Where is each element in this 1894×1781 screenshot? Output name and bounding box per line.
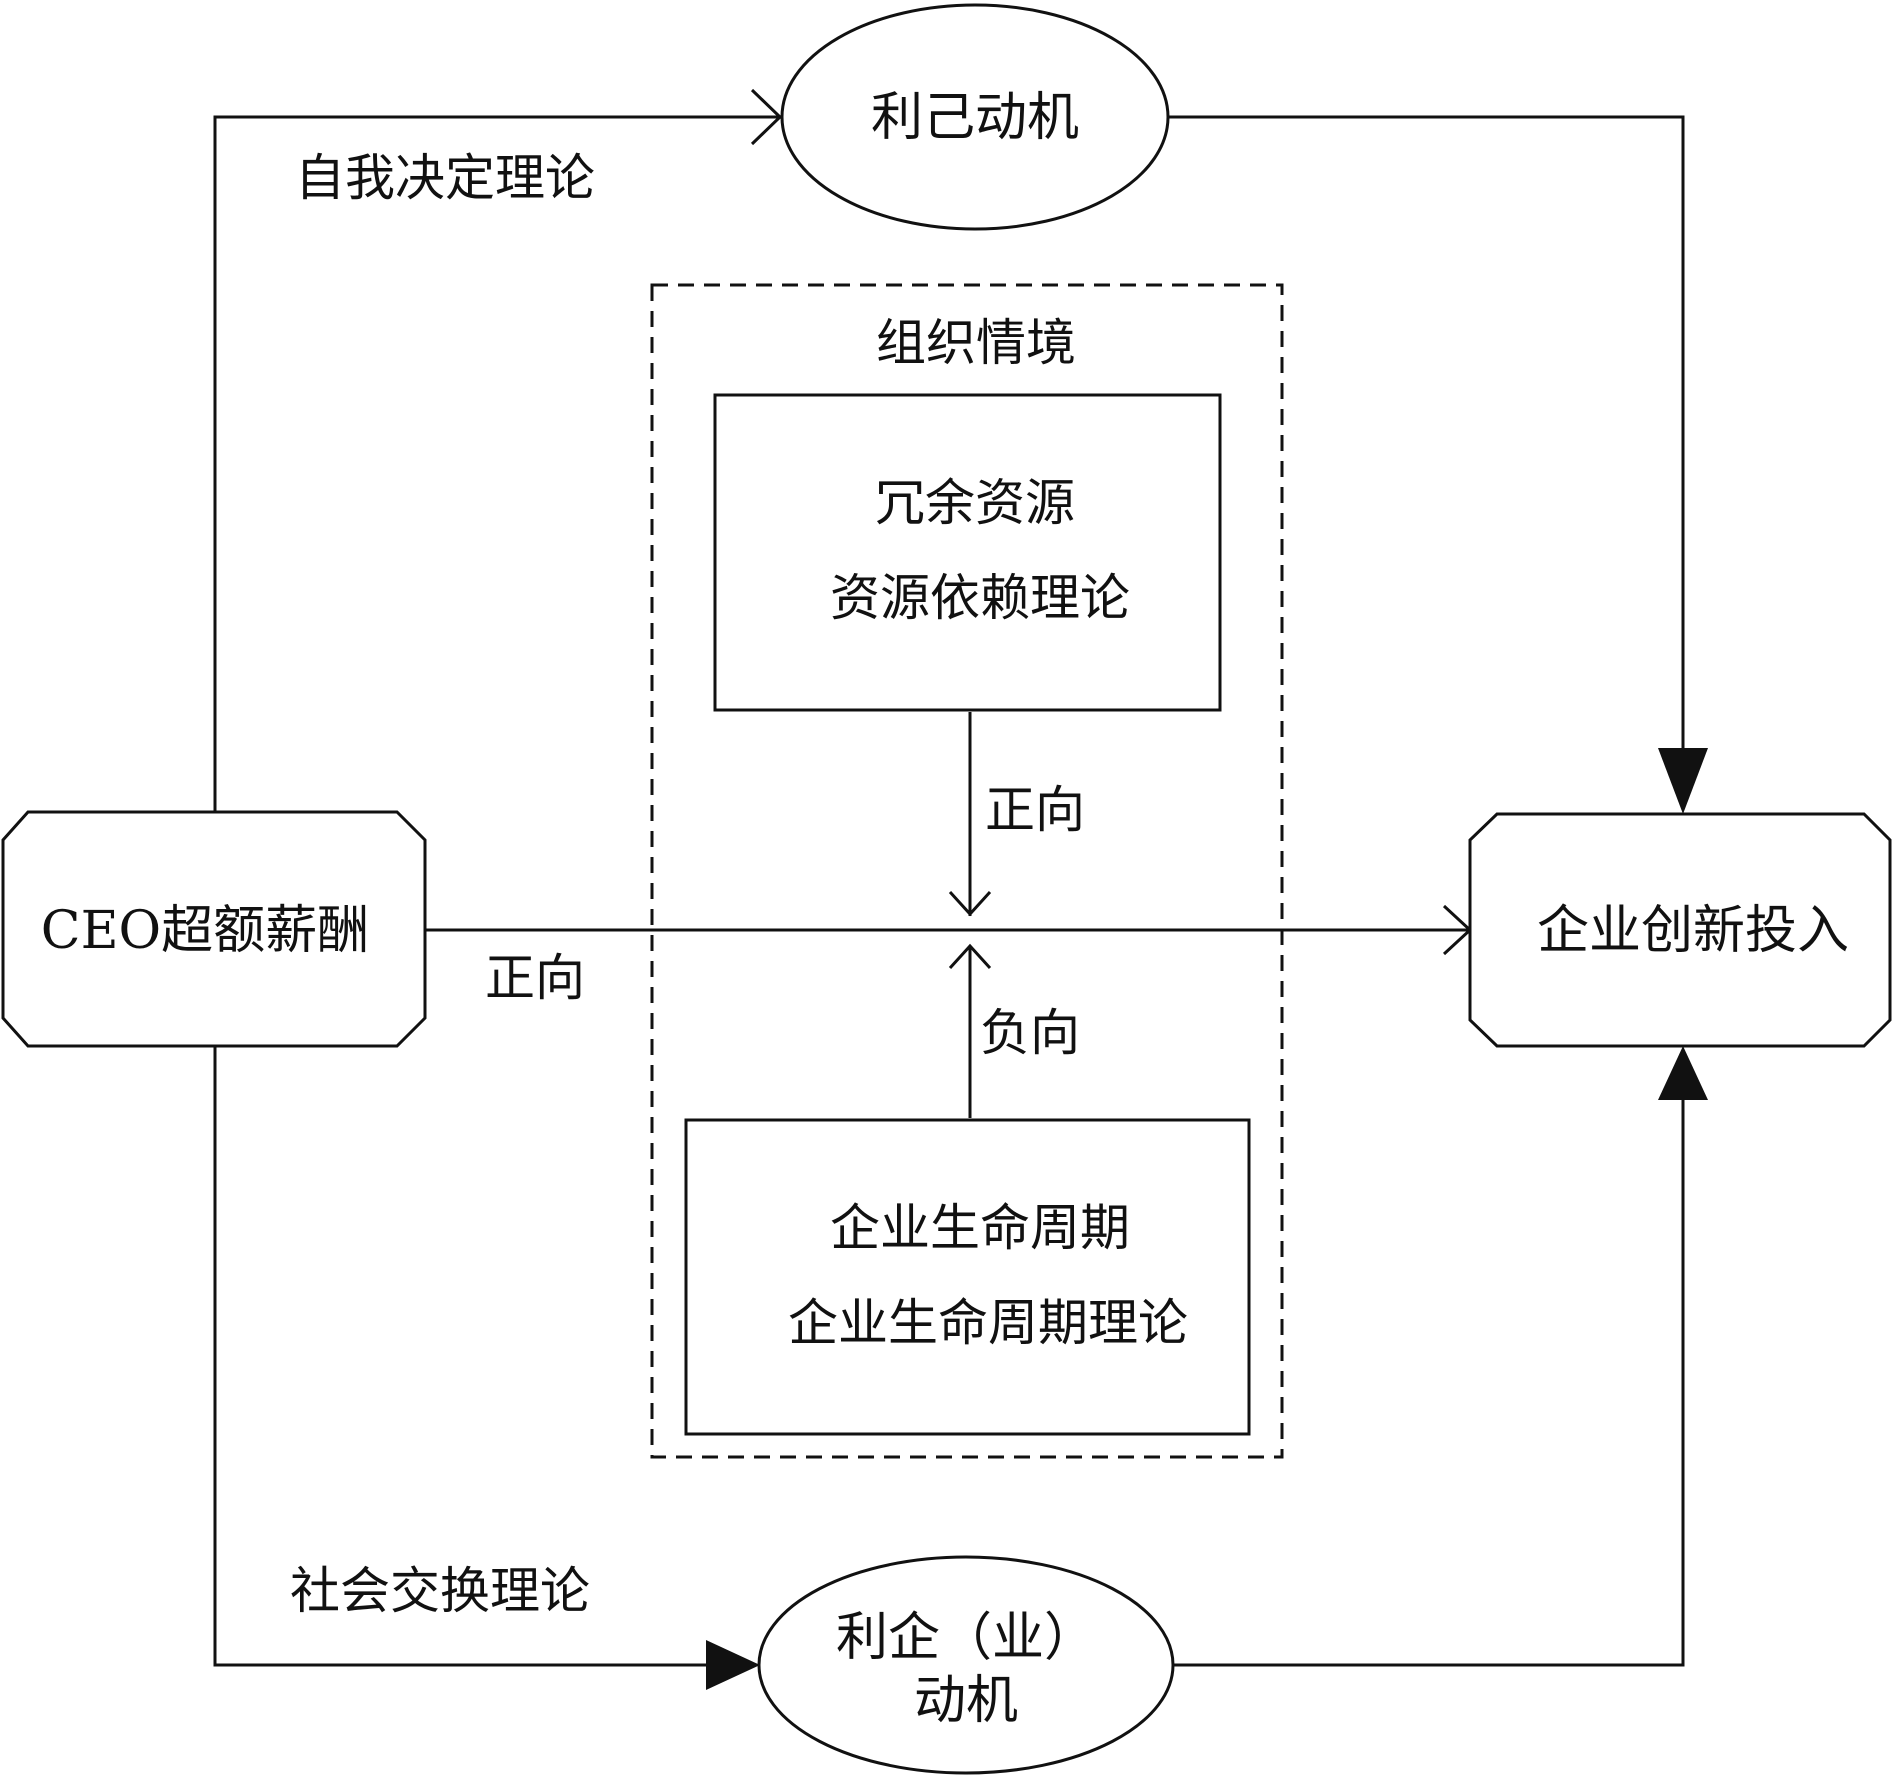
edge-ceo-to-pro-firm-arrowhead [706, 1640, 760, 1690]
slack-resources-title: 冗余资源 [875, 474, 1075, 532]
organizational-context-title: 组织情境 [876, 314, 1076, 372]
edge-ceo-to-self-interest-arrowhead [750, 88, 783, 146]
organizational-context-frame [650, 283, 1284, 1459]
edge-self-interest-to-innovation [1168, 115, 1685, 748]
resource-dependence-theory-label: 资源依赖理论 [830, 569, 1130, 627]
innovation-label: 企业创新投入 [1537, 901, 1849, 961]
edge-lifecycle-to-main-arrowhead [948, 943, 992, 970]
social-exchange-theory-label: 社会交换理论 [290, 1562, 590, 1620]
innovation-box [1468, 812, 1892, 1048]
self-determination-theory-label: 自我决定理论 [295, 149, 595, 207]
pro-firm-label-line1: 利企（业） [836, 1608, 1096, 1668]
ceo-pay-label: CEO超额薪酬 [41, 901, 369, 961]
pro-firm-label-line2: 动机 [914, 1671, 1018, 1731]
lifecycle-negative-label: 负向 [980, 1004, 1080, 1062]
slack-resources-box [713, 393, 1222, 712]
self-interest-label: 利己动机 [871, 88, 1079, 148]
lifecycle-theory-label: 企业生命周期理论 [788, 1294, 1188, 1352]
edge-self-interest-to-innovation-arrowhead [1658, 748, 1708, 814]
slack-positive-label: 正向 [985, 781, 1085, 839]
pro-firm-ellipse [757, 1555, 1175, 1775]
ceo-pay-box [1, 810, 427, 1048]
edge-ceo-to-pro-firm [213, 1046, 706, 1667]
lifecycle-box [684, 1118, 1251, 1436]
main-effect-positive-label: 正向 [485, 949, 585, 1007]
edge-pro-firm-to-innovation [1173, 1100, 1685, 1667]
edge-ceo-to-self-interest [213, 115, 778, 812]
self-interest-ellipse [780, 3, 1170, 231]
edge-slack-to-main-arrowhead [948, 890, 992, 917]
lifecycle-title: 企业生命周期 [830, 1199, 1130, 1257]
edge-pro-firm-to-innovation-arrowhead [1658, 1046, 1708, 1100]
